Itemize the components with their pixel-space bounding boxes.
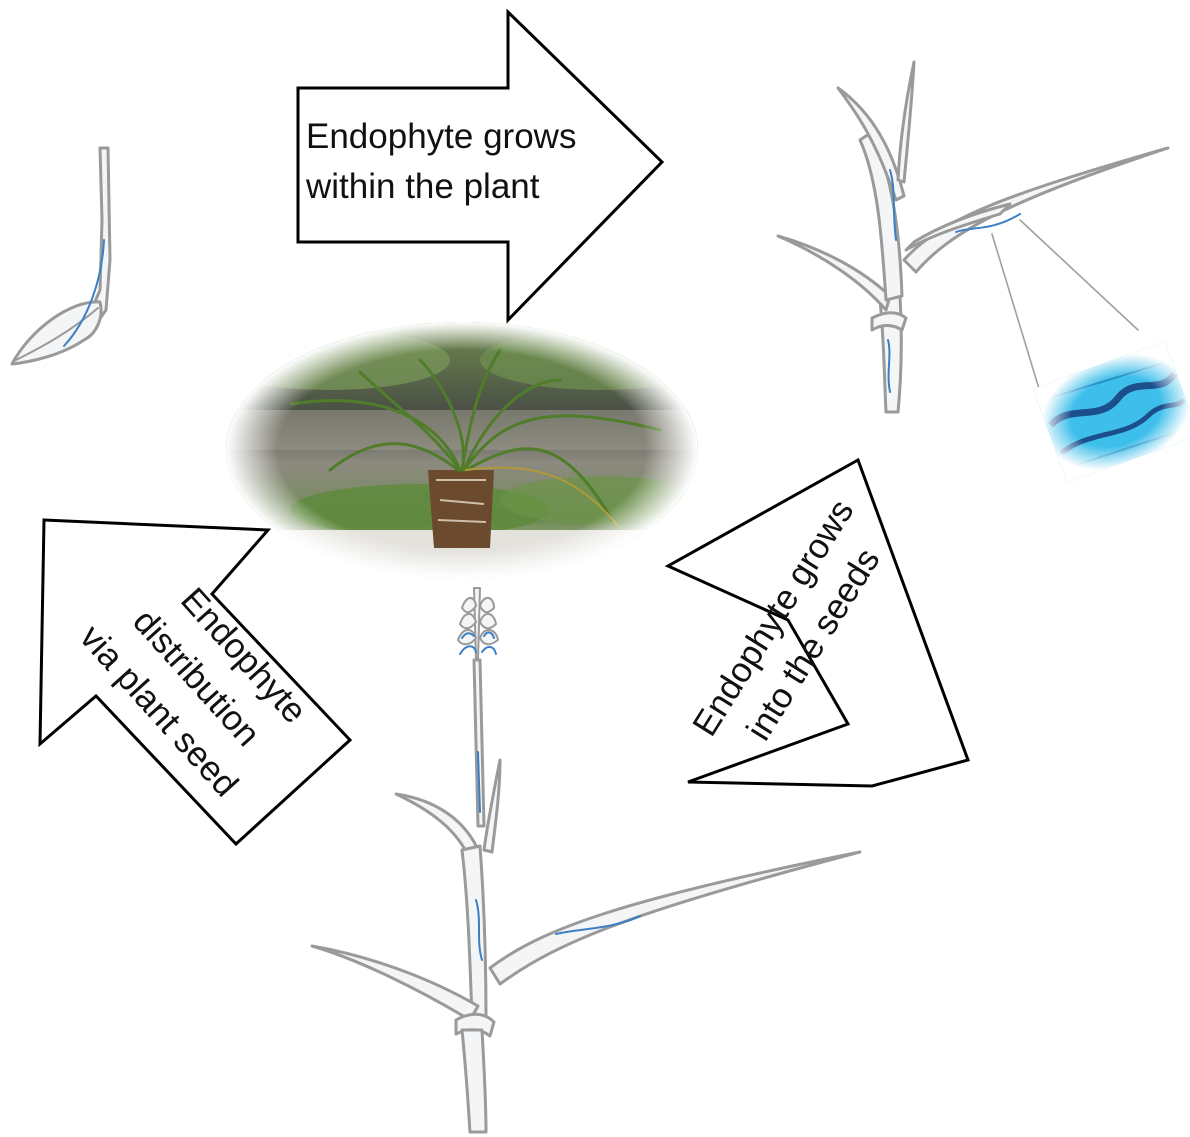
seed-head bbox=[458, 588, 498, 660]
arrow-into-seeds: Endophyte grows into the seeds bbox=[668, 460, 968, 786]
seedling-illustration bbox=[12, 148, 110, 364]
mature-plant-illustration bbox=[778, 62, 1168, 412]
microscope-view-image bbox=[1033, 341, 1190, 483]
arrow-distribution-seed: Endophyte distribution via plant seed bbox=[40, 520, 350, 844]
arrow-within-plant: Endophyte grows within the plant bbox=[298, 12, 662, 320]
grass-photo bbox=[210, 322, 720, 580]
arrow-within-plant-line1: Endophyte grows bbox=[306, 117, 576, 156]
arrow-within-plant-line2: within the plant bbox=[305, 167, 540, 206]
